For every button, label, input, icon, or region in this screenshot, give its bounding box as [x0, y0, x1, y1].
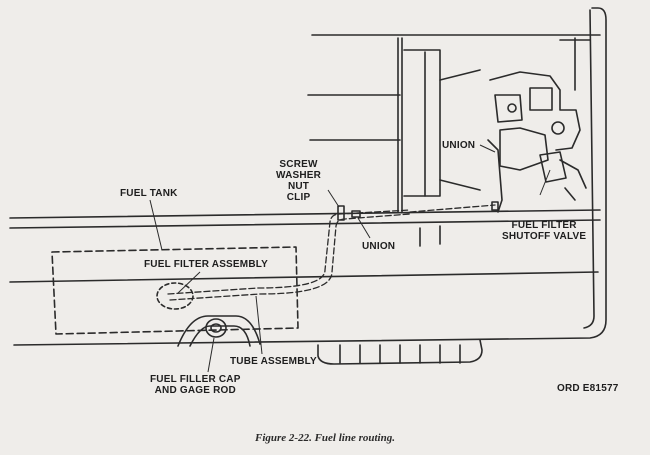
vehicle-body-outline — [9, 7, 607, 346]
engine-compartment — [397, 37, 591, 213]
leader-lines — [149, 144, 551, 373]
label-union-top: UNION — [442, 140, 476, 151]
union-fitting-right — [491, 201, 499, 211]
label-fuel-filler-cap: FUEL FILLER CAP AND GAGE ROD — [150, 374, 241, 396]
label-fuel-filter-assembly: FUEL FILTER ASSEMBLY — [144, 259, 269, 270]
fuel-filter-valve-assembly — [487, 71, 587, 213]
label-union-mid: UNION — [362, 241, 396, 252]
label-screw-washer-nut-clip: SCREW WASHER NUT CLIP — [276, 159, 322, 203]
fuel-filler-cap-shape — [205, 318, 227, 338]
label-tube-assembly: TUBE ASSEMBLY — [230, 356, 317, 367]
filler-neck — [177, 315, 261, 347]
union-fitting-mid — [351, 210, 361, 218]
figure-caption: Figure 2-22. Fuel line routing. — [255, 432, 395, 444]
label-ord-number: ORD E81577 — [557, 383, 619, 394]
label-fuel-tank: FUEL TANK — [120, 188, 178, 199]
fuel-tank-outline — [51, 246, 299, 335]
tube-assembly-line — [167, 204, 496, 301]
lower-cylinder — [317, 339, 483, 365]
screw-clip-fitting — [337, 205, 345, 221]
fuel-filter-ellipse — [156, 282, 194, 310]
label-fuel-filter-shutoff-valve: FUEL FILTER SHUTOFF VALVE — [502, 220, 587, 242]
